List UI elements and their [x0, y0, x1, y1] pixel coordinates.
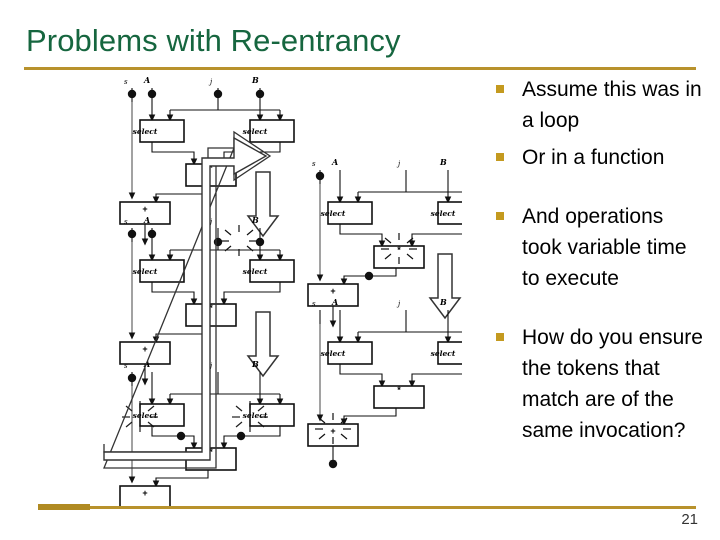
- slide-number: 21: [681, 511, 698, 528]
- list-item-label: How do you ensure the tokens that match …: [522, 326, 703, 442]
- svg-text:s: s: [124, 78, 128, 86]
- svg-text:select: select: [243, 267, 268, 276]
- svg-text:select: select: [321, 349, 346, 358]
- bullet-square-icon: [496, 153, 504, 161]
- svg-text:*: *: [209, 163, 213, 173]
- figure-image: s A j B select select * + s A j: [38, 72, 462, 506]
- list-item-label: And operations took variable time to exe…: [522, 205, 687, 290]
- page-title: Problems with Re-entrancy: [26, 23, 401, 58]
- svg-text:*: *: [397, 245, 401, 255]
- firing-spark: [220, 224, 258, 257]
- svg-text:*: *: [397, 385, 401, 395]
- svg-text:s: s: [312, 300, 316, 308]
- svg-text:s: s: [124, 362, 128, 370]
- svg-text:A: A: [143, 215, 150, 225]
- svg-text:B: B: [439, 297, 447, 307]
- svg-text:+: +: [330, 286, 335, 296]
- svg-text:select: select: [133, 127, 158, 136]
- svg-text:B: B: [251, 359, 259, 369]
- svg-text:A: A: [331, 157, 338, 167]
- svg-text:+: +: [142, 204, 147, 214]
- svg-text:B: B: [439, 157, 447, 167]
- bullet-list: Assume this was in a loop Or in a functi…: [494, 74, 706, 452]
- svg-text:A: A: [331, 297, 338, 307]
- bullet-square-icon: [496, 333, 504, 341]
- list-item-label: Assume this was in a loop: [522, 78, 702, 132]
- title-divider-rule: [24, 67, 696, 70]
- list-item: How do you ensure the tokens that match …: [494, 322, 706, 446]
- bullet-square-icon: [496, 85, 504, 93]
- list-item-label: Or in a function: [522, 146, 665, 169]
- svg-text:B: B: [251, 75, 259, 85]
- svg-text:select: select: [431, 209, 456, 218]
- figure-panel-5: s A j B select select * +: [308, 297, 462, 469]
- footer-divider-rule: [38, 506, 696, 509]
- bullet-square-icon: [496, 212, 504, 220]
- figure-panel-4: s A j B select select * +: [308, 157, 462, 324]
- svg-text:select: select: [243, 411, 268, 420]
- svg-text:j: j: [396, 160, 401, 168]
- figure-panel-3: s A j B select select * +: [120, 359, 294, 506]
- svg-text:j: j: [208, 78, 213, 86]
- dataflow-figure-svg: s A j B select select * + s A j: [103, 75, 462, 506]
- sequence-arrow: [103, 130, 272, 469]
- svg-text:j: j: [396, 300, 401, 308]
- svg-text:B: B: [251, 215, 259, 225]
- svg-text:s: s: [312, 160, 316, 168]
- svg-text:select: select: [133, 411, 158, 420]
- list-item: And operations took variable time to exe…: [494, 201, 706, 294]
- svg-text:select: select: [321, 209, 346, 218]
- list-item: Assume this was in a loop: [494, 74, 706, 136]
- svg-text:+: +: [142, 488, 147, 498]
- svg-text:*: *: [209, 447, 213, 457]
- svg-text:*: *: [209, 303, 213, 313]
- footer-accent-bar: [38, 504, 90, 510]
- list-item: Or in a function: [494, 142, 706, 173]
- svg-text:A: A: [143, 75, 150, 85]
- svg-text:s: s: [124, 218, 128, 226]
- svg-text:select: select: [243, 127, 268, 136]
- svg-text:select: select: [133, 267, 158, 276]
- figure-panel-1: s A j B select select * +: [120, 75, 294, 242]
- svg-text:select: select: [431, 349, 456, 358]
- svg-text:+: +: [330, 426, 335, 436]
- svg-text:+: +: [142, 344, 147, 354]
